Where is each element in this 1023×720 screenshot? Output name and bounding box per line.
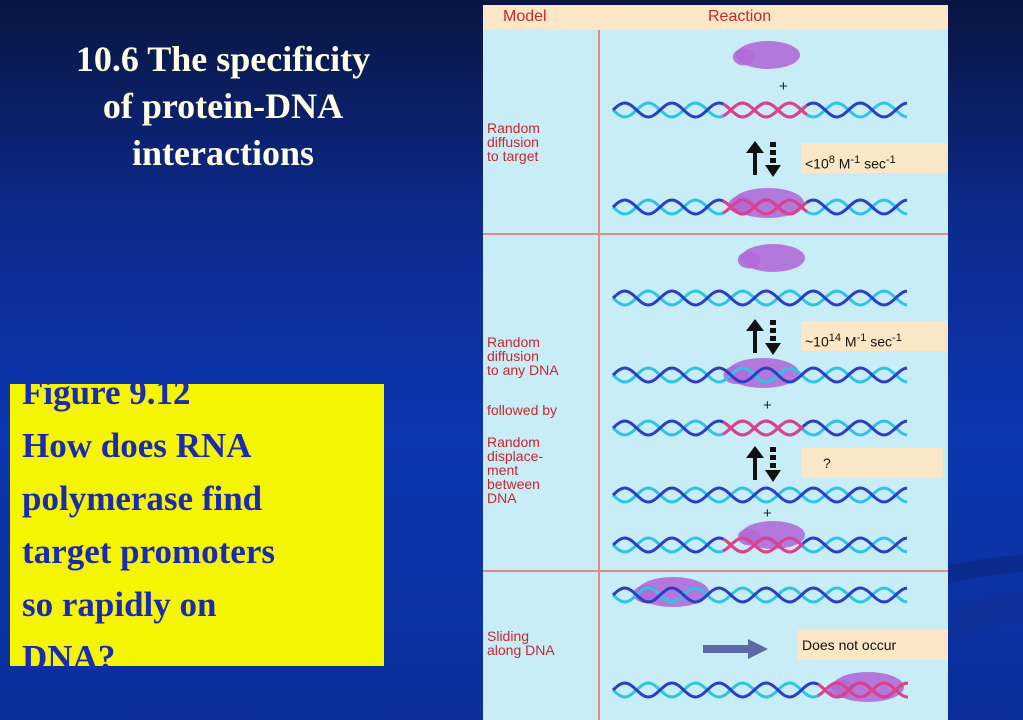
rate-exponent: 14 xyxy=(828,332,841,344)
model-label-line: ment xyxy=(487,462,519,478)
free-protein-lobe xyxy=(737,528,761,546)
model-label-line: to target xyxy=(487,148,539,164)
rate-exponent: 8 xyxy=(828,154,835,166)
model-label-line: diffusion xyxy=(487,348,539,364)
equilibrium-arrow-dash xyxy=(770,463,776,468)
sliding-arrow xyxy=(703,639,768,659)
rate-prefix: ~10 xyxy=(805,333,829,350)
callout-line: DNA? xyxy=(22,638,116,677)
dna-strand-dark xyxy=(611,366,908,384)
rate-label-diffusion-target: <108 M-1 sec-1 xyxy=(801,143,947,173)
callout-line: so rapidly on xyxy=(22,585,217,624)
equilibrium-arrow-up xyxy=(746,141,764,175)
promoter-segment xyxy=(722,198,808,216)
equilibrium-arrow-dash xyxy=(770,142,776,147)
figure-panel: Model Reaction Random diffusion to targe… xyxy=(483,5,948,720)
model-label-line: Random xyxy=(487,434,540,450)
callout-line: target promoters xyxy=(22,532,275,571)
slide-title: 10.6 The specificity of protein-DNA inte… xyxy=(28,36,418,177)
equilibrium-arrow-dash xyxy=(770,447,776,452)
rate-label-displacement: ? xyxy=(801,448,943,478)
rate-unit: sec xyxy=(864,155,886,172)
model-label-line: to any DNA xyxy=(487,362,559,378)
model-label-line: diffusion xyxy=(487,134,539,150)
equilibrium-arrow-dash xyxy=(770,455,776,460)
equilibrium-arrow-dash xyxy=(770,336,776,341)
equilibrium-arrow-dash xyxy=(770,328,776,333)
callout-box xyxy=(10,384,384,666)
dna-strand-dark xyxy=(611,486,908,504)
model-label-diffusion-any-dna: Random diffusion to any DNA xyxy=(487,335,559,377)
dna-strand-light xyxy=(611,289,908,307)
promoter-segment xyxy=(722,419,805,437)
model-label-sliding: Sliding along DNA xyxy=(487,629,555,657)
model-label-line: Random xyxy=(487,120,540,136)
header-model-label: Model xyxy=(503,8,547,25)
promoter-segment xyxy=(722,198,808,216)
equilibrium-arrow-up xyxy=(746,446,764,480)
equilibrium-arrow-dash xyxy=(770,320,776,325)
dna-strand-dark xyxy=(611,586,908,604)
model-label-line: along DNA xyxy=(487,642,555,658)
promoter-segment xyxy=(817,681,909,699)
model-label-line: DNA xyxy=(487,490,517,506)
equilibrium-arrow-dash xyxy=(770,150,776,155)
equilibrium-arrow-down xyxy=(765,343,781,355)
rate-unit: sec xyxy=(870,333,893,350)
slide-title-line: interactions xyxy=(132,133,314,173)
model-label-line: Sliding xyxy=(487,628,530,644)
callout-line: How does RNA xyxy=(22,426,252,465)
equilibrium-arrow-dash xyxy=(770,158,776,163)
promoter-segment xyxy=(817,681,909,699)
slide-title-line: of protein-DNA xyxy=(102,86,344,126)
callout-line: polymerase find xyxy=(22,479,263,518)
rate-exponent: -1 xyxy=(850,154,861,166)
rate-unit: M xyxy=(844,333,857,350)
row-divider xyxy=(483,570,948,572)
equilibrium-arrow-up xyxy=(746,319,764,353)
rate-exponent: -1 xyxy=(885,154,896,166)
header-reaction-label: Reaction xyxy=(708,8,772,25)
plus-sign: + xyxy=(779,78,788,95)
rate-unit: M xyxy=(838,155,851,172)
rate-exponent: -1 xyxy=(892,332,902,344)
promoter-segment xyxy=(722,101,808,119)
free-protein-lobe xyxy=(737,251,761,269)
promoter-segment xyxy=(722,536,805,554)
callout-line: Figure 9.12 xyxy=(22,373,191,412)
reaction-diagram xyxy=(611,41,909,702)
model-label-line: displace- xyxy=(487,448,544,464)
plus-sign: + xyxy=(763,505,772,522)
column-divider xyxy=(598,30,600,720)
dna-strand-light xyxy=(611,586,908,604)
equilibrium-arrow-down xyxy=(765,470,781,482)
free-protein-lobe xyxy=(732,48,756,66)
model-label-followed-by: followed by xyxy=(487,403,557,417)
rate-exponent: -1 xyxy=(856,332,867,344)
model-label-line: followed by xyxy=(487,402,558,418)
dna-strand-dark xyxy=(611,289,908,307)
promoter-segment xyxy=(722,536,805,554)
row-divider xyxy=(483,233,948,235)
bound-protein-lobe xyxy=(723,366,749,384)
rate-label-diffusion-any-dna: ~1014 M-1 sec-1 xyxy=(801,321,947,351)
model-label-displacement: Random displace- ment between DNA xyxy=(487,435,543,505)
model-label-line: Random xyxy=(487,334,540,350)
model-label-line: between xyxy=(487,476,540,492)
model-label-diffusion-target: Random diffusion to target xyxy=(487,121,540,163)
plus-sign: + xyxy=(763,397,772,414)
promoter-segment xyxy=(722,101,808,119)
rate-label-sliding: Does not occur xyxy=(798,630,948,660)
figure-header: Model Reaction xyxy=(483,5,948,30)
slide-title-line: 10.6 The specificity xyxy=(75,39,371,79)
promoter-segment xyxy=(722,419,805,437)
equilibrium-arrow-down xyxy=(765,165,781,177)
callout-text: Figure 9.12 How does RNA polymerase find… xyxy=(22,366,362,684)
rate-prefix: <10 xyxy=(805,155,829,172)
dna-strand-light xyxy=(611,366,908,384)
dna-strand-light xyxy=(611,486,908,504)
